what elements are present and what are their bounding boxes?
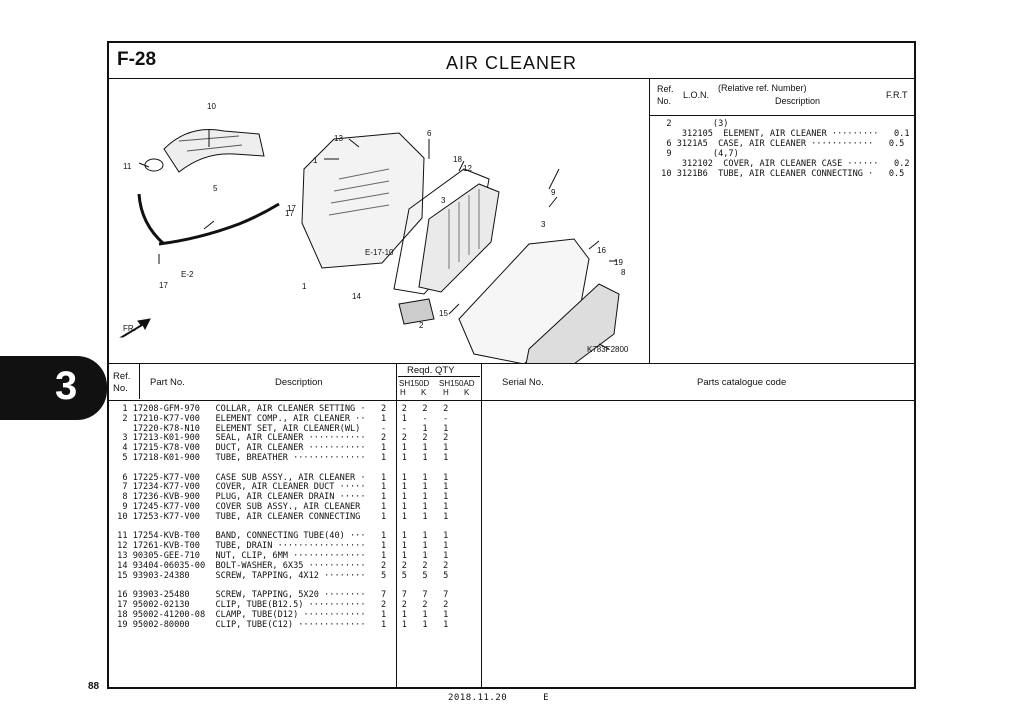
parts-head-no: No. xyxy=(113,383,128,394)
parts-head-serial: Serial No. xyxy=(502,377,544,388)
ref-row: 6 3121A5 CASE, AIR CLEANER ············ … xyxy=(656,139,905,149)
ref-head-lon: L.O.N. xyxy=(683,90,710,100)
table-row: 9 17245-K77-V00 COVER SUB ASSY., AIR CLE… xyxy=(112,502,449,512)
table-row: 17220-K78-N10 ELEMENT SET, AIR CLEANER(W… xyxy=(112,423,449,434)
table-row: 8 17236-KVB-900 PLUG, AIR CLEANER DRAIN … xyxy=(112,492,449,503)
parts-head-k2: K xyxy=(464,388,470,397)
table-row: 6 17225-K77-V00 CASE SUB ASSY., AIR CLEA… xyxy=(112,472,449,483)
parts-head-desc: Description xyxy=(275,377,323,388)
ref-table-header: Ref. No. L.O.N. (Relative ref. Number) D… xyxy=(650,79,916,116)
callout-label: 19 xyxy=(614,258,623,267)
callout-label: E-2 xyxy=(181,270,194,279)
ref-head-desc: Description xyxy=(775,96,821,106)
ref-row: 10 3121B6 TUBE, AIR CLEANER CONNECTING ·… xyxy=(656,169,905,179)
callout-label: 8 xyxy=(621,268,626,277)
callout-label: 14 xyxy=(352,292,361,301)
callout-label: 12 xyxy=(463,164,472,173)
ref-head-frt: F.R.T xyxy=(886,90,908,100)
callout-label: 1 xyxy=(302,282,307,291)
parts-head-model1: SH150D xyxy=(399,379,430,388)
exploded-diagram: 10 11 5 17 E-2 17 13 1 6 18 12 3 17 E-17… xyxy=(109,79,650,363)
callout-label: E-17-10 xyxy=(365,248,394,257)
callout-label: 1 xyxy=(313,156,318,165)
callout-label: 13 xyxy=(334,134,343,143)
footer: 2018.11.20 E xyxy=(448,693,549,703)
front-arrow-label: FR. xyxy=(123,324,136,333)
drawing-code: K783F2800 xyxy=(587,345,629,354)
diagram-drawing xyxy=(119,128,620,363)
table-row: 17 95002-02130 CLIP, TUBE(B12.5) ·······… xyxy=(112,600,449,610)
parts-head-ref: Ref. xyxy=(113,371,131,382)
qty-divider xyxy=(398,376,480,377)
callout-label: 3 xyxy=(441,196,446,205)
table-row: 12 17261-KVB-T00 TUBE, DRAIN ···········… xyxy=(112,541,449,552)
table-row: 5 17218-K01-900 TUBE, BREATHER ·········… xyxy=(112,453,449,463)
column-divider xyxy=(481,364,482,689)
callout-label: 16 xyxy=(597,246,606,255)
ref-table: Ref. No. L.O.N. (Relative ref. Number) D… xyxy=(650,79,916,363)
page-title: AIR CLEANER xyxy=(445,53,578,73)
table-row: 10 17253-K77-V00 TUBE, AIR CLEANER CONNE… xyxy=(112,511,449,522)
page-frame: F-28 AIR CLEANER xyxy=(107,41,916,689)
table-row: 7 17234-K77-V00 COVER, AIR CLEANER DUCT … xyxy=(112,482,449,493)
section-tab: 3 xyxy=(0,356,107,420)
section-code: F-28 xyxy=(117,49,157,70)
column-divider xyxy=(139,364,140,399)
ref-head-no: No. xyxy=(657,96,672,106)
table-row: 1 17208-GFM-970 COLLAR, AIR CLEANER SETT… xyxy=(112,404,449,414)
ref-head-ref: Ref. xyxy=(657,84,674,94)
parts-head-qty: Reqd. QTY xyxy=(407,365,455,376)
table-row: 14 93404-06035-00 BOLT-WASHER, 6X35 ····… xyxy=(112,560,449,571)
section-tab-number: 3 xyxy=(55,364,78,408)
callout-label: 17 xyxy=(159,281,168,290)
callout-label: 5 xyxy=(213,184,218,193)
table-row: 19 95002-80000 CLIP, TUBE(C12) ·········… xyxy=(112,619,449,630)
table-row: 3 17213-K01-900 SEAL, AIR CLEANER ······… xyxy=(112,433,449,444)
parts-head-model2: SH150AD xyxy=(439,379,475,388)
callout-label: 11 xyxy=(123,162,132,171)
parts-head-catalogue: Parts catalogue code xyxy=(697,377,787,388)
page-number: 88 xyxy=(88,681,100,692)
callout-label: 17 xyxy=(287,204,296,213)
table-row: 4 17215-K78-V00 DUCT, AIR CLEANER ······… xyxy=(112,443,449,454)
ref-head-rel: (Relative ref. Number) xyxy=(718,83,807,93)
callout-label: 17 xyxy=(285,209,294,218)
ref-row: 312102 COVER, AIR CLEANER CASE ······ 0.… xyxy=(656,159,910,169)
diagram-callouts: 10 11 5 17 E-2 17 13 1 6 18 12 3 17 E-17… xyxy=(123,102,629,354)
callout-label: 9 xyxy=(551,188,556,197)
ref-row: 2 (3) xyxy=(656,119,729,129)
footer-lang: E xyxy=(543,693,550,703)
callout-label: 6 xyxy=(427,129,432,138)
parts-head-part-no: Part No. xyxy=(150,377,185,388)
table-row: 2 17210-K77-V00 ELEMENT COMP., AIR CLEAN… xyxy=(112,413,449,424)
column-divider xyxy=(396,364,397,689)
callout-label: 10 xyxy=(207,102,216,111)
table-row: 15 93903-24380 SCREW, TAPPING, 4X12 ····… xyxy=(112,570,449,581)
table-row: 18 95002-41200-08 CLAMP, TUBE(D12) ·····… xyxy=(112,609,449,620)
callout-label: 18 xyxy=(453,155,462,164)
parts-head-h2: H xyxy=(443,388,449,397)
callout-label: 3 xyxy=(541,220,546,229)
ref-row: 312105 ELEMENT, AIR CLEANER ········· 0.… xyxy=(656,129,910,139)
footer-date: 2018.11.20 xyxy=(448,693,508,703)
table-row: 16 93903-25480 SCREW, TAPPING, 5X20 ····… xyxy=(112,590,449,601)
table-row: 13 90305-GEE-710 NUT, CLIP, 6MM ········… xyxy=(112,551,449,561)
parts-head-h1: H xyxy=(400,388,406,397)
parts-head-k1: K xyxy=(421,388,427,397)
callout-label: 15 xyxy=(439,309,448,318)
ref-row: 9 (4,7) xyxy=(656,149,739,159)
section-divider xyxy=(109,363,914,364)
header-divider xyxy=(109,78,914,79)
table-row: 11 17254-KVB-T00 BAND, CONNECTING TUBE(4… xyxy=(112,531,449,542)
callout-label: 2 xyxy=(419,321,424,330)
parts-table-header: Ref. No. Part No. Description Reqd. QTY … xyxy=(109,364,914,401)
